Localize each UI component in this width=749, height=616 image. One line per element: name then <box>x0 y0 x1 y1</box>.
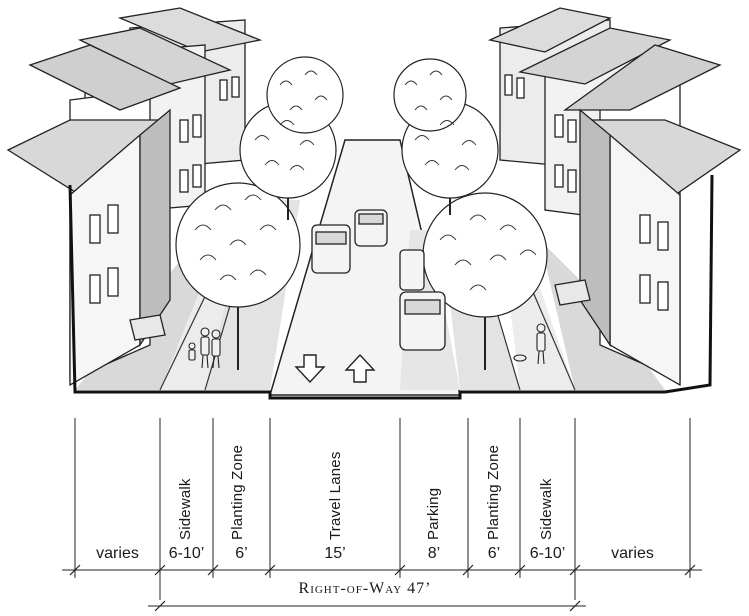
arrow-down-icon <box>294 354 326 384</box>
zone-name-sidewalk-right: Sidewalk <box>538 478 555 540</box>
zone-width-right-yard: varies <box>611 545 654 562</box>
tree-canopy <box>175 182 301 308</box>
pedestrians <box>188 323 546 369</box>
zone-name-parking: Parking <box>425 487 442 540</box>
zone-width-sidewalk-left: 6-10’ <box>168 545 205 562</box>
cars <box>311 209 446 351</box>
tree-canopy <box>266 56 344 134</box>
zone-width-parking: 8’ <box>427 545 441 562</box>
zone-name-travel-lanes: Travel Lanes <box>327 451 344 540</box>
zone-name-planting-right: Planting Zone <box>485 444 502 540</box>
zone-width-planting-left: 6’ <box>235 545 248 562</box>
zone-width-travel-lanes: 15’ <box>324 545 346 562</box>
left-buildings <box>6 7 263 387</box>
zone-width-planting-right: 6’ <box>487 545 501 562</box>
lane-arrows <box>294 353 376 384</box>
street-illustration <box>6 7 742 400</box>
right-buildings <box>487 7 742 387</box>
zone-width-sidewalk-right: 6-10’ <box>529 545 566 562</box>
zone-width-left-yard: varies <box>96 545 139 562</box>
parked-car <box>399 249 425 291</box>
arrow-up-icon <box>344 353 376 383</box>
tree-canopy <box>393 58 467 132</box>
tick-marks <box>69 564 696 612</box>
section-cut-line <box>68 174 714 400</box>
zone-name-planting-left: Planting Zone <box>229 444 246 540</box>
street-trees <box>175 56 548 370</box>
right-of-way-label: Right-of-Way 47’ <box>298 580 432 597</box>
zone-name-sidewalk-left: Sidewalk <box>177 478 194 540</box>
